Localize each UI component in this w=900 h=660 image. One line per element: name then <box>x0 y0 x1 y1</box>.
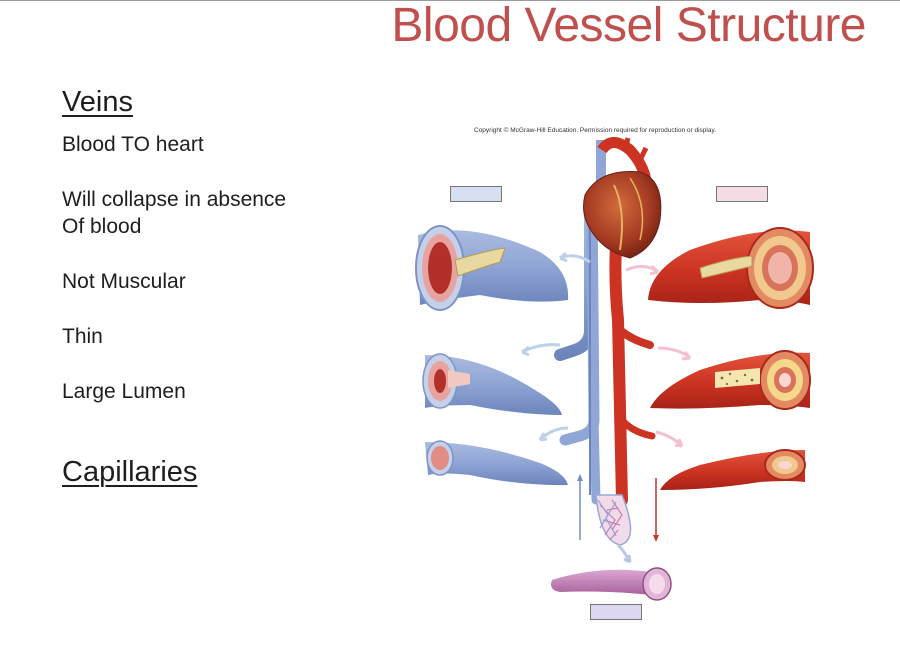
flow-arrows <box>521 251 692 564</box>
heart <box>583 137 662 259</box>
capillary-label-box <box>590 604 642 620</box>
arteriole-section <box>660 449 806 490</box>
slide-title: Blood Vessel Structure <box>391 0 866 52</box>
vein-section-medium <box>422 353 562 415</box>
vein-label-box <box>450 186 502 202</box>
direction-arrows <box>577 474 659 542</box>
vein-trunk <box>554 194 601 505</box>
top-rule <box>0 0 900 1</box>
vein-point: Large Lumen <box>62 380 186 403</box>
capillaries-heading: Capillaries <box>62 456 198 488</box>
capillary-section <box>551 567 672 601</box>
capillary-bed <box>595 494 632 546</box>
artery-section-medium <box>650 350 811 410</box>
vein-section-large <box>415 225 569 311</box>
venule-section <box>425 440 568 486</box>
copyright-notice: Copyright © McGraw-Hill Education. Permi… <box>474 127 717 134</box>
vein-point: Blood TO heart <box>62 133 204 156</box>
veins-heading: Veins <box>62 86 133 118</box>
artery-label-box <box>716 186 768 202</box>
vein-point: Thin <box>62 325 103 348</box>
blood-vessel-illustration <box>415 137 814 601</box>
vein-point: Not Muscular <box>62 270 186 293</box>
vein-point: Will collapse in absence Of blood <box>62 188 287 238</box>
veins-points: Blood TO heart Will collapse in absence … <box>62 131 286 433</box>
artery-section-large <box>648 227 814 309</box>
